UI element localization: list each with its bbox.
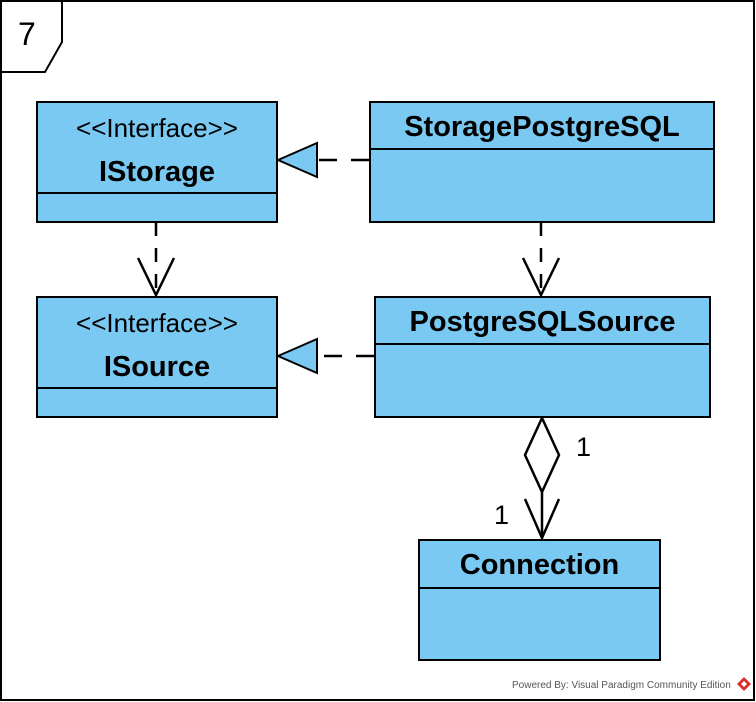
class-istorage-header: <<Interface>> IStorage	[38, 103, 276, 194]
realization-arrowhead-isource	[275, 337, 318, 375]
class-isource[interactable]: <<Interface>> ISource	[36, 296, 278, 418]
class-storage-postgresql-header: StoragePostgreSQL	[371, 103, 713, 150]
class-isource-name: ISource	[103, 351, 211, 383]
class-istorage[interactable]: <<Interface>> IStorage	[36, 101, 278, 223]
class-istorage-name: IStorage	[98, 156, 216, 188]
dependency-arrowhead-isource	[136, 257, 176, 298]
class-istorage-stereotype: <<Interface>>	[76, 113, 238, 143]
class-postgresql-source-header: PostgreSQLSource	[376, 298, 709, 345]
diagram-label: 7	[18, 16, 36, 52]
class-storage-postgresql[interactable]: StoragePostgreSQL	[369, 101, 715, 223]
realization-arrowhead-istorage	[275, 141, 318, 179]
multiplicity-source: 1	[576, 432, 592, 462]
class-postgresql-source[interactable]: PostgreSQLSource	[374, 296, 711, 418]
diagram-label-tab	[0, 0, 63, 73]
class-isource-header: <<Interface>> ISource	[38, 298, 276, 389]
class-postgresql-source-name: PostgreSQLSource	[409, 306, 676, 338]
dependency-arrowhead-postgresql-source	[521, 257, 561, 298]
powered-by-footer: Powered By: Visual Paradigm Community Ed…	[512, 680, 731, 691]
visual-paradigm-logo-icon	[737, 677, 751, 691]
class-connection[interactable]: Connection	[418, 539, 661, 661]
class-isource-stereotype: <<Interface>>	[76, 308, 238, 338]
class-connection-header: Connection	[420, 541, 659, 589]
aggregation-arrowhead-connection	[523, 498, 561, 542]
class-connection-name: Connection	[459, 549, 620, 581]
multiplicity-target: 1	[494, 500, 510, 530]
class-storage-postgresql-name: StoragePostgreSQL	[404, 111, 680, 143]
